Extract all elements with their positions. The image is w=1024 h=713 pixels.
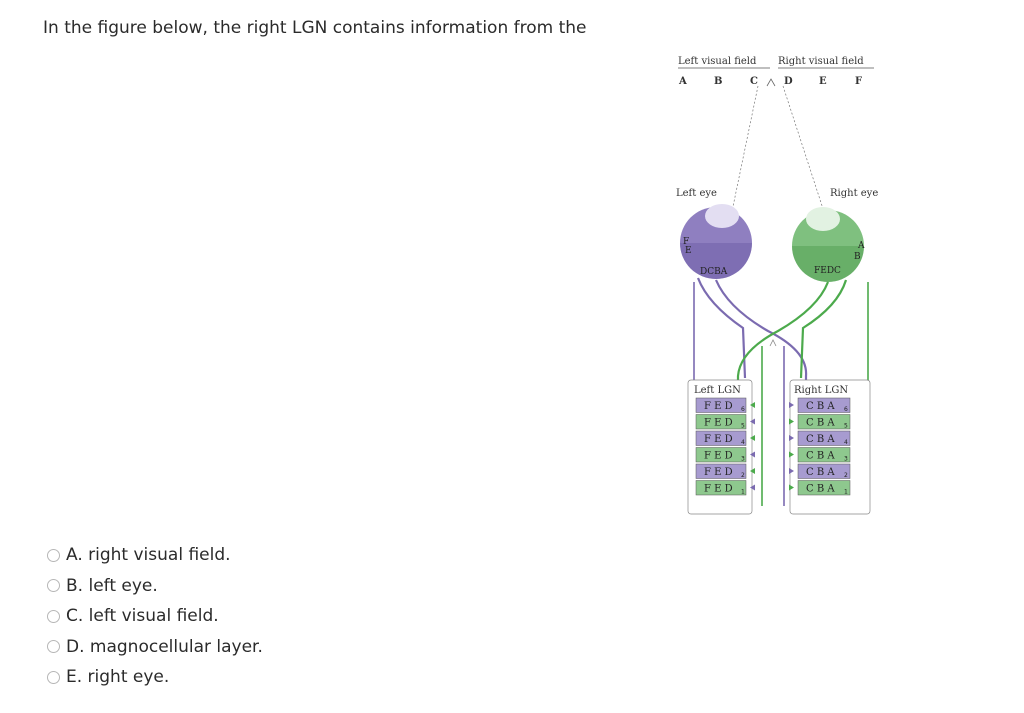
left-lgn-layer: [695, 414, 747, 430]
left-lgn-layer-text: F E D: [704, 418, 733, 429]
right-visual-field-label: Right visual field: [778, 56, 864, 67]
lgn-layers: F E D 6 C B A 6 F E D 5 C B A 5 F E D 4 C B A 4 F E …: [695, 397, 851, 496]
right-ray: [782, 85, 827, 219]
left-eye: DCBA E F: [680, 204, 752, 279]
radio-a[interactable]: [47, 548, 60, 562]
field-letter-e: E: [819, 76, 827, 87]
right-eye: FEDC B A: [792, 207, 865, 282]
left-lgn-layer-number: 4: [741, 439, 745, 446]
field-letter-d: D: [784, 76, 793, 87]
right-lgn-layer-text: C B A: [806, 434, 835, 445]
right-lgn-layer: [797, 397, 851, 413]
field-letter-a: A: [678, 76, 687, 87]
left-lgn-arrow: [750, 402, 755, 408]
left-lgn-layer-text: F E D: [704, 484, 733, 495]
answer-options: A. right visual field. B. left eye. C. l…: [47, 540, 447, 693]
left-lgn-layer: [695, 463, 747, 479]
left-lgn-layer-number: 3: [741, 456, 745, 463]
right-lgn-arrow: [789, 418, 794, 425]
left-retina-letter-f: F: [683, 237, 689, 247]
right-retina-letters: FEDC: [814, 266, 841, 276]
right-lgn-layer-number: 2: [844, 472, 848, 479]
left-eye-label: Left eye: [676, 188, 717, 199]
option-d[interactable]: D. magnocellular layer.: [47, 632, 447, 663]
option-d-label: D. magnocellular layer.: [66, 636, 263, 657]
right-retina-letter-a: A: [857, 241, 865, 251]
option-e-label: E. right eye.: [66, 667, 170, 688]
radio-d[interactable]: [47, 640, 60, 654]
left-lgn-arrow: [750, 451, 755, 458]
right-lgn-layer: [797, 480, 851, 496]
right-lgn-layer-number: 1: [844, 489, 848, 496]
right-lgn-layer-text: C B A: [806, 467, 835, 478]
option-b-label: B. left eye.: [66, 575, 158, 596]
right-retina-letter-b: B: [854, 252, 861, 262]
left-lgn-layer-text: F E D: [704, 434, 733, 445]
field-letter-f: F: [855, 76, 862, 87]
right-lgn-layer-text: C B A: [806, 451, 835, 462]
left-retina-letter-e: E: [685, 246, 692, 256]
left-lgn-layer-number: 5: [741, 423, 745, 430]
right-lgn-layer-number: 3: [844, 456, 848, 463]
right-lgn-arrow: [789, 402, 794, 408]
right-lgn-layer: [797, 447, 851, 463]
left-lgn-layer-number: 6: [741, 406, 745, 413]
right-lgn-layer-number: 5: [844, 423, 848, 430]
field-letter-c: C: [750, 76, 758, 87]
right-lgn-layer-text: C B A: [806, 484, 835, 495]
radio-b[interactable]: [47, 579, 60, 593]
left-lgn-layer-text: F E D: [704, 401, 733, 412]
left-lgn-layer-text: F E D: [704, 451, 733, 462]
left-lgn-layer: [695, 397, 747, 413]
left-lgn-arrow: [750, 418, 755, 425]
right-lgn-arrow: [789, 451, 794, 458]
right-lgn-arrow: [789, 435, 794, 441]
radio-c[interactable]: [47, 609, 60, 623]
right-lgn-arrow: [789, 484, 794, 491]
right-eye-label: Right eye: [830, 188, 878, 199]
question-text: In the figure below, the right LGN conta…: [43, 18, 587, 38]
radio-e[interactable]: [47, 670, 60, 684]
left-lgn-label: Left LGN: [694, 385, 741, 396]
left-ray: [729, 85, 759, 222]
left-visual-field-label: Left visual field: [678, 56, 757, 67]
chiasm-marker: [769, 339, 777, 347]
left-lgn-layer-text: F E D: [704, 467, 733, 478]
left-lgn-arrow: [750, 468, 755, 474]
option-c[interactable]: C. left visual field.: [47, 601, 447, 632]
left-lgn-layer-number: 2: [741, 472, 745, 479]
field-letter-b: B: [714, 76, 722, 87]
right-lgn-layer-number: 6: [844, 406, 848, 413]
left-lgn-layer: [695, 430, 747, 446]
left-lgn-layer: [695, 480, 747, 496]
field-letters: A B C D E F: [678, 76, 862, 87]
left-lgn-arrow: [750, 435, 755, 441]
left-lgn-arrow: [750, 484, 755, 491]
right-lgn-layer: [797, 430, 851, 446]
right-lgn-layer-text: C B A: [806, 418, 835, 429]
left-lgn-layer: [695, 447, 747, 463]
right-lgn-layer-number: 4: [844, 439, 848, 446]
option-c-label: C. left visual field.: [66, 606, 219, 627]
right-lgn-layer: [797, 414, 851, 430]
right-lgn-layer-text: C B A: [806, 401, 835, 412]
option-a-label: A. right visual field.: [66, 545, 231, 566]
left-lgn-layer-number: 1: [741, 489, 745, 496]
option-e[interactable]: E. right eye.: [47, 662, 447, 693]
right-lgn-layer: [797, 463, 851, 479]
option-b[interactable]: B. left eye.: [47, 571, 447, 602]
right-lgn-label: Right LGN: [794, 385, 848, 396]
right-lgn-arrow: [789, 468, 794, 474]
left-retina-letters: DCBA: [700, 267, 728, 277]
option-a[interactable]: A. right visual field.: [47, 540, 447, 571]
fixation-marker: [766, 78, 776, 87]
